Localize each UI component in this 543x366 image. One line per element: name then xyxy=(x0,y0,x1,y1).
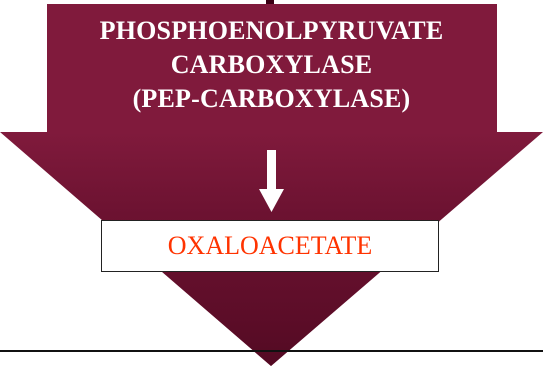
enzyme-name-line-2: CARBOXYLASE xyxy=(170,50,373,79)
product-label: OXALOACETATE xyxy=(167,231,373,260)
down-arrow-icon xyxy=(259,150,284,212)
enzyme-name-line-3: (PEP-CARBOXYLASE) xyxy=(132,84,411,113)
connector-stub xyxy=(266,0,274,5)
enzyme-name-line-1: PHOSPHOENOLPYRUVATE xyxy=(99,16,444,45)
enzyme-banner xyxy=(47,4,497,132)
enzyme-name: PHOSPHOENOLPYRUVATE CARBOXYLASE (PEP-CAR… xyxy=(50,14,493,116)
product-box: OXALOACETATE xyxy=(101,220,439,272)
